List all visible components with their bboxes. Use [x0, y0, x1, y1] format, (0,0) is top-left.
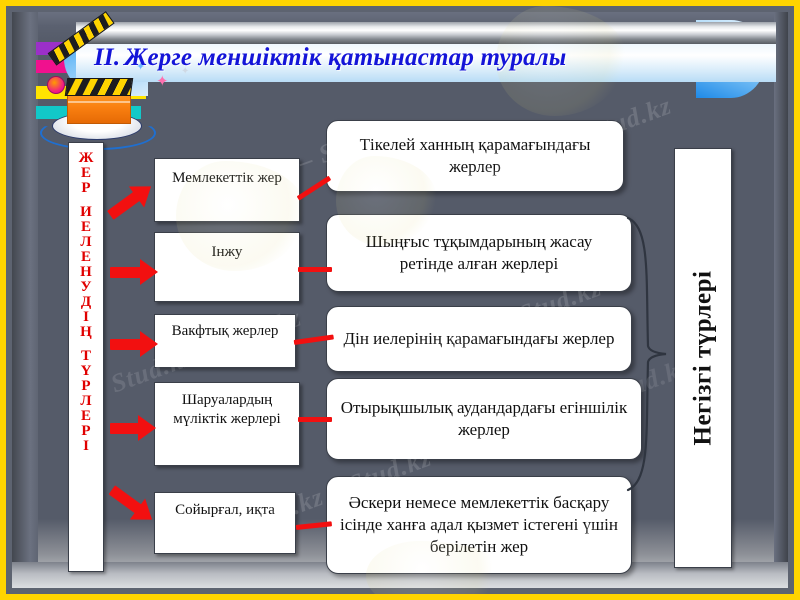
right-box-5-label: Әскери немесе мемлекеттік басқару ісінде… — [339, 493, 618, 556]
vertical-label-char: І — [83, 438, 89, 454]
vertical-label-char: Д — [80, 294, 92, 310]
clapperboard-top — [64, 78, 134, 96]
arrow-icon-4 — [110, 415, 158, 441]
vertical-label-char: И — [80, 204, 92, 220]
vertical-label-char: Р — [81, 423, 91, 439]
vertical-label-char: Ү — [80, 363, 92, 379]
right-box-5: Әскери немесе мемлекеттік басқару ісінде… — [326, 476, 632, 574]
slide-right-shade — [774, 12, 788, 588]
vertical-label-char: Л — [80, 393, 92, 409]
right-box-1-label: Тікелей ханның қарамағындағы жерлер — [359, 135, 591, 176]
connector-line-2 — [298, 267, 332, 272]
vertical-label-char: Е — [80, 249, 91, 265]
left-box-3-label: Вакфтық жерлер — [171, 323, 279, 339]
vertical-label-char: Е — [80, 408, 91, 424]
left-box-1: Мемлекеттік жер — [154, 158, 300, 222]
vertical-label-char: У — [80, 279, 92, 295]
banner-metal-bar — [76, 22, 776, 44]
clapperboard-pivot — [47, 76, 65, 94]
vertical-label-char: Р — [81, 180, 91, 196]
right-box-4-label: Отырықшылық аудандардағы егіншілік жерле… — [340, 398, 628, 439]
slide-left-shade — [12, 12, 38, 588]
right-box-2-label: Шыңғыс тұқымдарының жасау ретінде алған … — [365, 232, 593, 273]
clapperboard-icon — [34, 11, 156, 150]
title-number: II. — [94, 44, 121, 71]
curly-brace-icon — [626, 216, 667, 492]
left-box-5: Сойырғал, иқта — [154, 492, 296, 554]
vertical-label-char: Е — [80, 219, 91, 235]
left-box-5-label: Сойырғал, иқта — [175, 502, 275, 518]
right-box-1: Тікелей ханның қарамағындағы жерлер — [326, 120, 624, 192]
sparkle-icon: ✦ — [136, 61, 146, 73]
arrow-icon-2 — [110, 259, 158, 285]
right-box-3: Дін иелерінің қарамағындағы жерлер — [326, 306, 632, 372]
arrow-icon-3 — [110, 331, 158, 357]
left-box-1-label: Мемлекеттік жер — [172, 170, 282, 186]
title-label: Жерге меншіктік қатынастар туралы — [124, 44, 567, 71]
left-box-2: Інжу — [154, 232, 300, 302]
vertical-label-char: Е — [80, 165, 91, 181]
left-box-4-label: Шаруалардың мүліктік жерлері — [173, 392, 281, 427]
connector-line-4 — [298, 417, 332, 422]
sparkle-icon: ✦ — [156, 74, 169, 90]
vertical-label-right: Негізгі түрлері — [674, 148, 732, 568]
vertical-label-char: І — [83, 309, 89, 325]
right-box-2: Шыңғыс тұқымдарының жасау ретінде алған … — [326, 214, 632, 292]
left-box-3: Вакфтық жерлер — [154, 314, 296, 368]
vertical-label-char: Ң — [80, 324, 92, 340]
left-box-4: Шаруалардың мүліктік жерлері — [154, 382, 300, 466]
right-box-4: Отырықшылық аудандардағы егіншілік жерле… — [326, 378, 642, 460]
left-box-2-label: Інжу — [211, 244, 243, 260]
sparkle-icon: ✦ — [181, 66, 190, 77]
title-banner — [76, 44, 776, 82]
vertical-label-right-text: Негізгі түрлері — [689, 270, 716, 446]
vertical-label-char: Р — [81, 378, 91, 394]
vertical-label-char: Т — [80, 348, 91, 364]
vertical-label-char: Л — [80, 234, 92, 250]
page-title: II. Жерге меншіктік қатынастар туралы — [94, 36, 784, 80]
vertical-label-char: Н — [80, 264, 92, 280]
vertical-label-char: Ж — [78, 150, 94, 166]
right-box-3-label: Дін иелерінің қарамағындағы жерлер — [343, 329, 615, 349]
